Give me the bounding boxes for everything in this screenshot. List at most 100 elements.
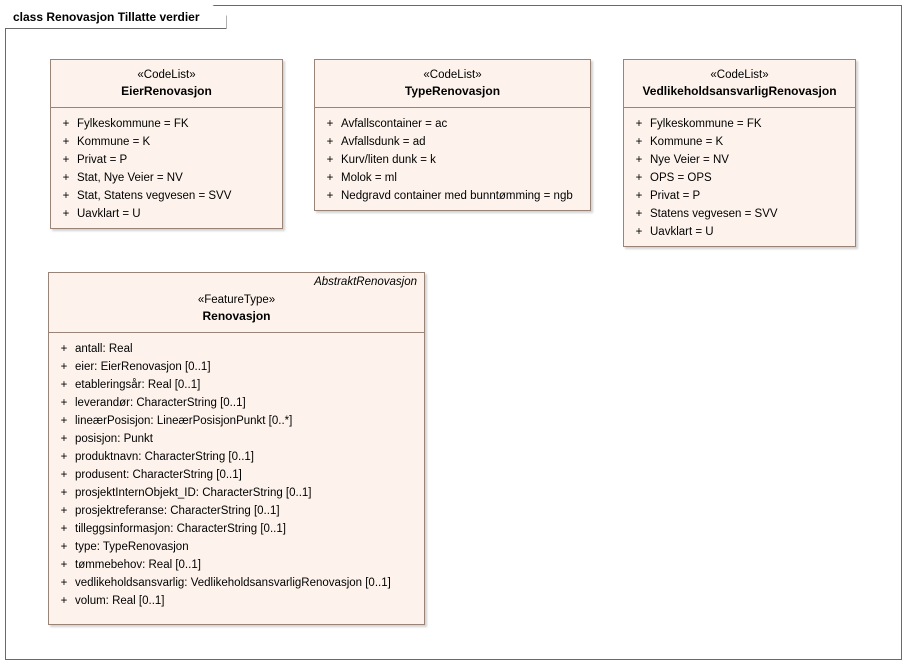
attribute-row: + Molok = ml: [319, 169, 586, 187]
attribute-text: type: TypeRenovasjon: [75, 541, 189, 553]
class-name: Renovasjon: [202, 309, 271, 323]
attribute-visibility: +: [60, 451, 68, 463]
attribute-visibility: +: [60, 343, 68, 355]
attribute-row: + Fylkeskommune = FK: [628, 115, 851, 133]
attribute-visibility: +: [62, 154, 70, 166]
attribute-row: + tilleggsinformasjon: CharacterString […: [53, 520, 420, 538]
attribute-row: + antall: Real: [53, 340, 420, 358]
attribute-row: + produsent: CharacterString [0..1]: [53, 466, 420, 484]
attribute-text: produktnavn: CharacterString [0..1]: [75, 451, 254, 463]
class-box-vedlikeholdsansvarlig-renovasjon[interactable]: «CodeList» VedlikeholdsansvarligRenovasj…: [623, 59, 856, 247]
diagram-frame-title-tab: class Renovasjon Tillatte verdier: [5, 5, 227, 29]
attribute-text: posisjon: Punkt: [75, 433, 153, 445]
class-box-type-renovasjon[interactable]: «CodeList» TypeRenovasjon + Avfallsconta…: [314, 59, 591, 211]
attribute-row: + tømmebehov: Real [0..1]: [53, 556, 420, 574]
attribute-text: prosjektreferanse: CharacterString [0..1…: [75, 505, 280, 517]
attribute-text: Fylkeskommune = FK: [650, 118, 762, 130]
attribute-text: Avfallsdunk = ad: [341, 136, 426, 148]
attribute-row: + Nye Veier = NV: [628, 151, 851, 169]
attribute-text: vedlikeholdsansvarlig: Vedlikeholdsansva…: [75, 577, 391, 589]
attribute-row: + Nedgravd container med bunntømming = n…: [319, 187, 586, 205]
attribute-visibility: +: [60, 415, 68, 427]
attribute-row: + Privat = P: [628, 187, 851, 205]
class-box-eier-renovasjon[interactable]: «CodeList» EierRenovasjon + Fylkeskommun…: [50, 59, 283, 229]
attribute-visibility: +: [635, 136, 643, 148]
attribute-row: + OPS = OPS: [628, 169, 851, 187]
attribute-visibility: +: [60, 433, 68, 445]
attribute-visibility: +: [326, 190, 334, 202]
attribute-visibility: +: [60, 361, 68, 373]
attribute-visibility: +: [60, 505, 68, 517]
attribute-visibility: +: [635, 208, 643, 220]
attribute-text: volum: Real [0..1]: [75, 595, 165, 607]
attribute-text: produsent: CharacterString [0..1]: [75, 469, 242, 481]
class-attributes: + Fylkeskommune = FK + Kommune = K + Pri…: [51, 108, 282, 231]
class-box-renovasjon[interactable]: AbstraktRenovasjon «FeatureType» Renovas…: [48, 272, 425, 625]
attribute-row: + prosjektInternObjekt_ID: CharacterStri…: [53, 484, 420, 502]
attribute-visibility: +: [635, 226, 643, 238]
attribute-text: Kurv/liten dunk = k: [341, 154, 436, 166]
class-stereotype: «FeatureType»: [197, 294, 276, 306]
attribute-row: + volum: Real [0..1]: [53, 592, 420, 610]
attribute-text: Uavklart = U: [77, 208, 141, 220]
attribute-text: eier: EierRenovasjon [0..1]: [75, 361, 211, 373]
attribute-text: Kommune = K: [77, 136, 151, 148]
class-header: «CodeList» VedlikeholdsansvarligRenovasj…: [624, 60, 855, 108]
attribute-row: + posisjon: Punkt: [53, 430, 420, 448]
class-name: EierRenovasjon: [121, 84, 212, 98]
attribute-row: + Avfallsdunk = ad: [319, 133, 586, 151]
attribute-visibility: +: [60, 541, 68, 553]
attribute-text: Nye Veier = NV: [650, 154, 729, 166]
attribute-row: + prosjektreferanse: CharacterString [0.…: [53, 502, 420, 520]
class-header: «CodeList» EierRenovasjon: [51, 60, 282, 108]
attribute-visibility: +: [62, 136, 70, 148]
class-stereotype: «CodeList»: [137, 69, 196, 81]
attribute-text: Fylkeskommune = FK: [77, 118, 189, 130]
attribute-text: Avfallscontainer = ac: [341, 118, 448, 130]
attribute-text: leverandør: CharacterString [0..1]: [75, 397, 246, 409]
attribute-text: Stat, Nye Veier = NV: [77, 172, 183, 184]
class-stereotype: «CodeList»: [710, 69, 769, 81]
attribute-text: Privat = P: [77, 154, 128, 166]
attribute-text: antall: Real: [75, 343, 133, 355]
attribute-row: + eier: EierRenovasjon [0..1]: [53, 358, 420, 376]
diagram-title: class Renovasjon Tillatte verdier: [13, 9, 200, 24]
attribute-visibility: +: [60, 469, 68, 481]
attribute-text: tømmebehov: Real [0..1]: [75, 559, 201, 571]
attribute-visibility: +: [326, 136, 334, 148]
attribute-text: Molok = ml: [341, 172, 397, 184]
attribute-visibility: +: [635, 118, 643, 130]
attribute-text: etableringsår: Real [0..1]: [75, 379, 201, 391]
attribute-row: + Kommune = K: [55, 133, 278, 151]
attribute-row: + type: TypeRenovasjon: [53, 538, 420, 556]
class-attributes: + antall: Real + eier: EierRenovasjon [0…: [49, 333, 424, 618]
attribute-text: lineærPosisjon: LineærPosisjonPunkt [0..…: [75, 415, 293, 427]
attribute-row: + Uavklart = U: [55, 205, 278, 223]
attribute-row: + Kurv/liten dunk = k: [319, 151, 586, 169]
class-attributes: + Avfallscontainer = ac + Avfallsdunk = …: [315, 108, 590, 213]
attribute-visibility: +: [60, 577, 68, 589]
attribute-text: Nedgravd container med bunntømming = ngb: [341, 190, 573, 202]
attribute-visibility: +: [60, 559, 68, 571]
class-attributes: + Fylkeskommune = FK + Kommune = K + Nye…: [624, 108, 855, 249]
attribute-row: + Privat = P: [55, 151, 278, 169]
class-abstract-supertype-label: AbstraktRenovasjon: [314, 276, 417, 288]
attribute-text: Uavklart = U: [650, 226, 714, 238]
attribute-visibility: +: [635, 172, 643, 184]
attribute-row: + vedlikeholdsansvarlig: Vedlikeholdsans…: [53, 574, 420, 592]
attribute-visibility: +: [635, 190, 643, 202]
class-header: «CodeList» TypeRenovasjon: [315, 60, 590, 108]
attribute-visibility: +: [635, 154, 643, 166]
attribute-row: + etableringsår: Real [0..1]: [53, 376, 420, 394]
attribute-visibility: +: [60, 595, 68, 607]
attribute-row: + leverandør: CharacterString [0..1]: [53, 394, 420, 412]
attribute-visibility: +: [60, 523, 68, 535]
attribute-visibility: +: [60, 397, 68, 409]
attribute-text: Kommune = K: [650, 136, 724, 148]
attribute-row: + lineærPosisjon: LineærPosisjonPunkt [0…: [53, 412, 420, 430]
attribute-visibility: +: [326, 172, 334, 184]
attribute-row: + Statens vegvesen = SVV: [628, 205, 851, 223]
attribute-text: Stat, Statens vegvesen = SVV: [77, 190, 232, 202]
attribute-row: + Kommune = K: [628, 133, 851, 151]
